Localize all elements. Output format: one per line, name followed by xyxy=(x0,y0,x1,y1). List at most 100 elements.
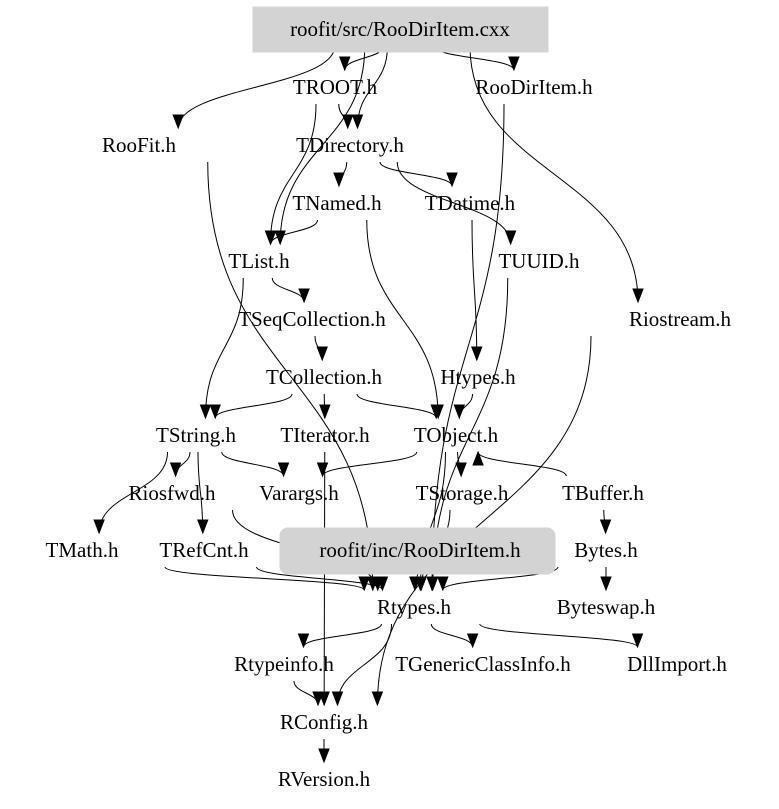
node-tstorage[interactable]: TStorage.h xyxy=(416,481,509,505)
node-label: DllImport.h xyxy=(627,652,727,676)
node-label: Byteswap.h xyxy=(557,595,656,619)
node-byteswap[interactable]: Byteswap.h xyxy=(557,595,656,619)
edge-line xyxy=(207,161,374,591)
node-tstring[interactable]: TString.h xyxy=(156,423,236,447)
node-riostream[interactable]: Riostream.h xyxy=(629,307,732,331)
arrowhead-icon xyxy=(446,172,458,188)
node-tuuid[interactable]: TUUID.h xyxy=(498,249,580,273)
node-highlight-box xyxy=(279,527,556,575)
node-roodiritem-h[interactable]: RooDirItem.h xyxy=(475,75,593,99)
edge-tstring-to-riosfwd xyxy=(169,451,191,478)
node-rtypeinfo[interactable]: Rtypeinfo.h xyxy=(234,652,334,676)
arrowhead-icon xyxy=(209,404,221,420)
node-label: TBuffer.h xyxy=(562,481,644,505)
edge-line xyxy=(204,277,244,419)
arrowhead-icon xyxy=(318,748,330,764)
edge-line xyxy=(269,103,317,245)
arrowhead-icon xyxy=(264,230,277,246)
edge-line xyxy=(164,566,365,591)
node-rconfig[interactable]: RConfig.h xyxy=(280,710,369,734)
arrowhead-icon xyxy=(508,56,520,72)
node-tdatime[interactable]: TDatime.h xyxy=(425,191,516,215)
edge-tdatime-to-htypes xyxy=(471,219,483,362)
node-tseqcollection[interactable]: TSeqCollection.h xyxy=(238,307,386,331)
node-roofit[interactable]: RooFit.h xyxy=(102,133,177,157)
node-htypes[interactable]: Htypes.h xyxy=(440,365,516,389)
arrowhead-icon xyxy=(471,346,483,362)
node-label: TGenericClassInfo.h xyxy=(395,652,571,676)
edge-line xyxy=(214,393,293,419)
node-tmath[interactable]: TMath.h xyxy=(46,538,119,562)
edge-line xyxy=(376,335,592,706)
node-tdirectory[interactable]: TDirectory.h xyxy=(296,133,404,157)
node-highlight-box xyxy=(252,6,549,53)
node-tobject[interactable]: TObject.h xyxy=(414,423,499,447)
node-bytes[interactable]: Bytes.h xyxy=(574,538,638,562)
edge-line xyxy=(303,623,382,648)
edge-src-to-riostream xyxy=(469,45,644,304)
edge-tcollection-to-tstring xyxy=(209,393,293,420)
node-label: TCollection.h xyxy=(266,365,383,389)
edge-tcollection-to-tobject xyxy=(356,393,442,420)
arrowhead-icon xyxy=(312,691,324,707)
edge-tstring-to-varargs xyxy=(221,451,290,478)
arrowhead-icon xyxy=(367,576,379,592)
arrowhead-icon xyxy=(371,691,384,707)
node-label: RooFit.h xyxy=(102,133,177,157)
edge-tlist-to-tseqcollection xyxy=(271,277,310,304)
arrowhead-icon xyxy=(339,56,351,72)
node-varargs[interactable]: Varargs.h xyxy=(259,481,339,505)
arrowhead-icon xyxy=(415,576,427,592)
edge-rtypeinfo-to-rconfig xyxy=(293,680,324,707)
node-riosfwd[interactable]: Riosfwd.h xyxy=(129,481,216,505)
node-trefcnt[interactable]: TRefCnt.h xyxy=(159,538,249,562)
node-tnamed[interactable]: TNamed.h xyxy=(292,191,382,215)
edge-line xyxy=(356,393,437,419)
edge-tseqcollection-to-tcollection xyxy=(314,335,328,362)
arrowhead-icon xyxy=(316,346,328,362)
arrowhead-icon xyxy=(333,172,345,188)
edge-tstring-to-tmath xyxy=(93,451,168,535)
node-titerator[interactable]: TIterator.h xyxy=(280,423,370,447)
node-rtypes[interactable]: Rtypes.h xyxy=(377,595,452,619)
arrowhead-icon xyxy=(169,462,182,478)
node-tbuffer[interactable]: TBuffer.h xyxy=(562,481,644,505)
edge-rtypes-to-rtypeinfo xyxy=(297,623,382,649)
edge-line xyxy=(279,45,366,245)
node-label: TDirectory.h xyxy=(296,133,404,157)
edge-line xyxy=(430,623,474,648)
arrowhead-icon xyxy=(93,519,105,535)
arrowhead-icon xyxy=(297,633,310,649)
node-label: Htypes.h xyxy=(440,365,516,389)
arrowhead-icon xyxy=(455,462,467,478)
node-label: RooDirItem.h xyxy=(475,75,593,99)
arrowhead-icon xyxy=(277,462,290,478)
arrowhead-icon xyxy=(331,691,344,707)
arrowhead-icon xyxy=(466,633,479,649)
arrowhead-icon xyxy=(599,519,612,535)
node-inc[interactable]: roofit/inc/RooDirItem.h xyxy=(279,527,556,575)
node-label: roofit/src/RooDirItem.cxx xyxy=(290,17,510,41)
node-src[interactable]: roofit/src/RooDirItem.cxx xyxy=(252,6,549,53)
node-troot[interactable]: TROOT.h xyxy=(293,75,378,99)
edge-tstring-to-trefcnt xyxy=(197,451,209,535)
node-label: TString.h xyxy=(156,423,236,447)
node-tcollection[interactable]: TCollection.h xyxy=(266,365,383,389)
node-rversion[interactable]: RVersion.h xyxy=(278,767,371,791)
node-label: Rtypeinfo.h xyxy=(234,652,334,676)
node-label: TROOT.h xyxy=(293,75,378,99)
node-label: TNamed.h xyxy=(292,191,382,215)
node-tlist[interactable]: TList.h xyxy=(228,249,290,273)
node-label: RVersion.h xyxy=(278,767,371,791)
node-label: Riosfwd.h xyxy=(129,481,216,505)
node-dllimport[interactable]: DllImport.h xyxy=(627,652,727,676)
node-label: TRefCnt.h xyxy=(159,538,249,562)
edge-line xyxy=(477,451,567,477)
node-tgenericclassinfo[interactable]: TGenericClassInfo.h xyxy=(395,652,571,676)
edge-line xyxy=(322,451,418,477)
node-label: TObject.h xyxy=(414,423,499,447)
node-label: TUUID.h xyxy=(498,249,580,273)
edge-tdirectory-to-tuuid xyxy=(396,161,517,246)
edge-line xyxy=(221,451,285,477)
